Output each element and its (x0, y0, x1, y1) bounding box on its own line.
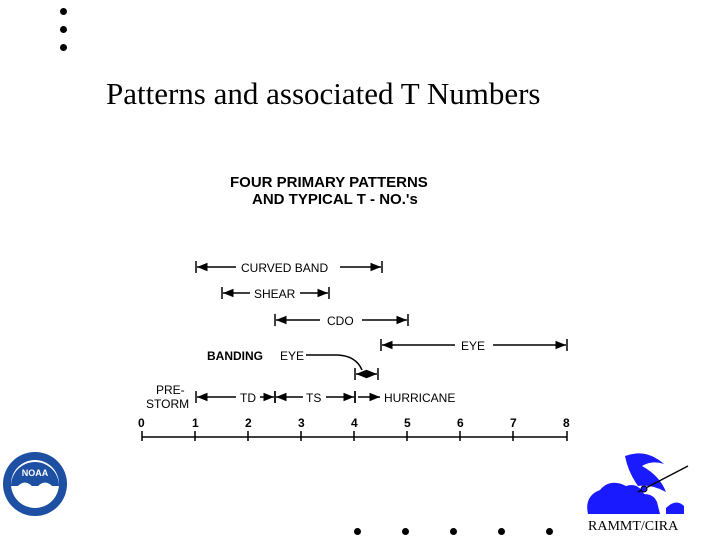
t-number-ticks (141, 431, 568, 441)
t-tick-label-3: 3 (298, 416, 305, 430)
noaa-logo-icon: NOAA (3, 452, 67, 516)
t-tick-label-6: 6 (457, 416, 464, 430)
t-tick-label-8: 8 (563, 416, 570, 430)
slide-footer-dots (350, 528, 570, 538)
slide-bullet-dots (60, 8, 70, 58)
cira-logo-icon (587, 453, 689, 514)
banding-label: BANDING (207, 349, 263, 363)
t-tick-label-5: 5 (404, 416, 411, 430)
cdo-label: CDO (327, 314, 354, 328)
slide-title: Patterns and associated T Numbers (106, 76, 541, 111)
t-tick-label-7: 7 (510, 416, 517, 430)
svg-text:NOAA: NOAA (22, 468, 49, 478)
t-tick-label-4: 4 (351, 416, 358, 430)
t-tick-label-1: 1 (192, 416, 199, 430)
ts-label: TS (306, 391, 321, 405)
shear-label: SHEAR (254, 287, 296, 301)
t-tick-label-0: 0 (138, 416, 145, 430)
pre-storm-label-line2: STORM (146, 397, 189, 411)
hurricane-label: HURRICANE (384, 391, 455, 405)
curved-band-label: CURVED BAND (241, 261, 328, 275)
t-tick-label-2: 2 (245, 416, 252, 430)
credit-label: RAMMT/CIRA (588, 519, 679, 534)
eye-label: EYE (461, 339, 485, 353)
diagram-heading-line2: AND TYPICAL T - NO.'s (252, 191, 418, 208)
banding-eye-label: EYE (280, 349, 304, 363)
td-label: TD (240, 391, 256, 405)
pre-storm-label-line1: PRE- (156, 383, 185, 397)
diagram-heading-line1: FOUR PRIMARY PATTERNS (230, 174, 428, 191)
banding-eye-curve (306, 354, 363, 371)
